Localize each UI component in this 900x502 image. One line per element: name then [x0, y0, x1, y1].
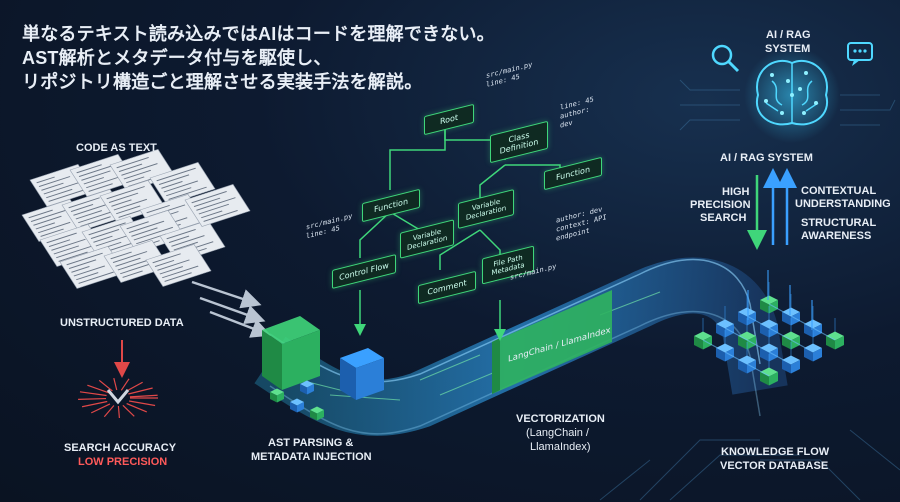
flow-arrows-left	[191, 280, 272, 338]
high-precision-1: HIGH	[722, 186, 750, 198]
ast-parsing-label: AST PARSING &	[268, 437, 354, 449]
system-arrows	[747, 168, 797, 250]
magnifier-icon	[711, 44, 740, 73]
code-doc	[103, 240, 170, 283]
code-as-text-label: CODE AS TEXT	[76, 142, 157, 154]
headline-line-3: リポジトリ構造ごと理解させる実装手法を解説。	[22, 72, 423, 92]
low-precision-icon	[78, 377, 158, 419]
small-cubes	[270, 380, 324, 421]
tree-edges	[354, 128, 561, 341]
low-precision-label: LOW PRECISION	[78, 456, 168, 468]
vectorization-sub-2: LlamaIndex)	[530, 441, 591, 453]
db-risers	[747, 270, 813, 330]
ast-cube	[262, 316, 384, 400]
metadata-injection-label: METADATA INJECTION	[251, 451, 372, 463]
search-accuracy-label: SEARCH ACCURACY	[64, 442, 177, 454]
headline-line-1: 単なるテキスト読み込みではAIはコードを理解できない。	[22, 24, 495, 44]
structural-label: STRUCTURAL	[801, 217, 877, 229]
awareness-label: AWARENESS	[801, 230, 872, 242]
system-title: AI / RAG SYSTEM	[720, 152, 813, 164]
headline: 単なるテキスト読み込みではAIはコードを理解できない。 AST解析とメタデータ付…	[22, 22, 495, 94]
headline-line-2: AST解析とメタデータ付与を駆使し、	[22, 48, 332, 68]
contextual-label: CONTEXTUAL	[801, 185, 877, 197]
langchain-slab	[492, 290, 612, 394]
vector-db-cubes	[694, 282, 844, 386]
badge-line-1: AI / RAG	[766, 29, 811, 41]
vectorization-label: VECTORIZATION	[516, 413, 605, 425]
vectorization-sub-1: (LangChain /	[526, 427, 589, 439]
understanding-label: UNDERSTANDING	[795, 198, 891, 210]
high-precision-3: SEARCH	[700, 212, 747, 224]
vector-database-label: VECTOR DATABASE	[720, 460, 829, 472]
badge-line-2: SYSTEM	[765, 43, 811, 55]
chat-bubble-icon	[847, 42, 873, 66]
code-doc	[145, 244, 212, 287]
knowledge-flow-label: KNOWLEDGE FLOW	[721, 446, 830, 458]
high-precision-2: PRECISION	[690, 199, 751, 211]
knowledge-pipe	[254, 257, 788, 436]
code-documents	[21, 149, 251, 289]
unstructured-data-label: UNSTRUCTURED DATA	[60, 317, 184, 329]
code-doc	[149, 162, 216, 205]
circuit-traces	[599, 79, 900, 501]
brain-icon	[744, 47, 840, 143]
code-doc	[184, 184, 251, 227]
